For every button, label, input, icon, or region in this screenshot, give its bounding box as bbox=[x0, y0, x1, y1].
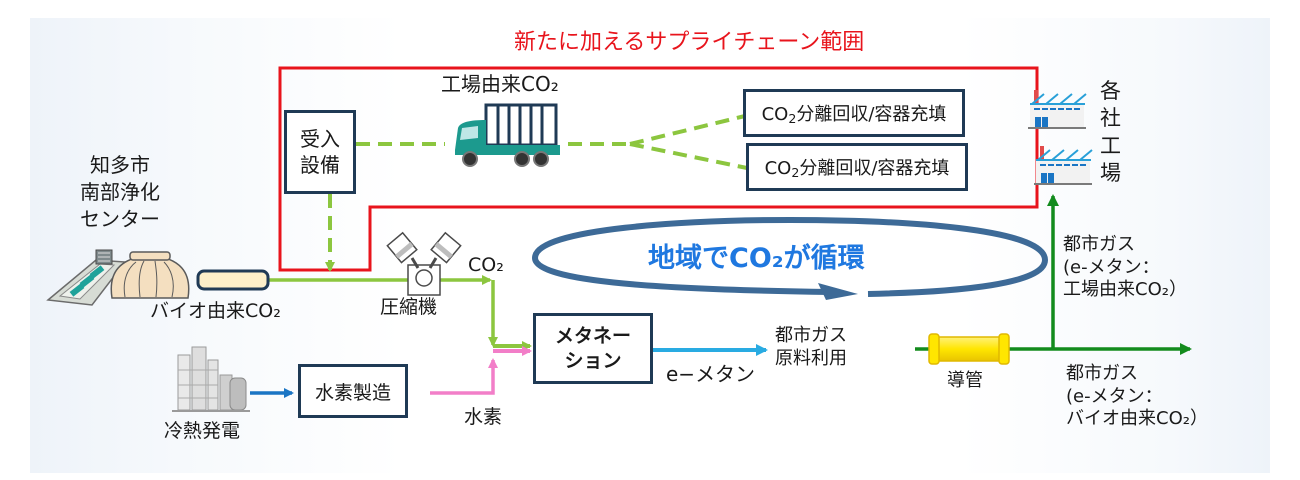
cycle-ellipse-arrow bbox=[531, 216, 1049, 300]
truck-icon bbox=[455, 103, 560, 167]
power-plant-icon bbox=[172, 346, 250, 412]
hydrogen-line bbox=[430, 358, 498, 395]
treatment-center-label: 知多市 南部浄化 センター bbox=[80, 153, 160, 231]
supply-chain-scope-title: 新たに加えるサプライチェーン範囲 bbox=[514, 30, 865, 55]
methanation-label: メタネー ション bbox=[554, 324, 631, 372]
compressor-icon bbox=[386, 231, 462, 296]
emethane-label: e−メタン bbox=[666, 362, 756, 386]
supply-chain-scope-border bbox=[278, 66, 1039, 272]
hydrogen-production-box: 水素製造 bbox=[298, 364, 408, 418]
factory-icon-2 bbox=[1034, 146, 1093, 185]
receiving-facility-label: 受入 設備 bbox=[300, 127, 340, 177]
digester-tank-icon bbox=[110, 251, 190, 299]
dashed-line-to-separation-2 bbox=[629, 142, 748, 170]
co2-separation-box-2: CO2分離回収/容器充填 bbox=[746, 143, 968, 191]
factory-icon-1 bbox=[1028, 90, 1087, 129]
citygas-feedstock-label: 都市ガス 原料利用 bbox=[775, 325, 847, 369]
pipeline-icon bbox=[928, 333, 1010, 365]
factories-label: 各 社 工 場 bbox=[1100, 79, 1121, 185]
co2-separation-label-1: CO2分離回収/容器充填 bbox=[761, 103, 947, 127]
methanation-box: メタネー ション bbox=[533, 313, 653, 384]
bio-co2-label: バイオ由来CO₂ bbox=[150, 300, 281, 322]
hydrogen-label: 水素 bbox=[464, 406, 503, 428]
citygas-bio-co2-label: 都市ガス (e-メタン： バイオ由来CO₂） bbox=[1066, 363, 1208, 429]
co2-separation-box-1: CO2分離回収/容器充填 bbox=[743, 89, 965, 137]
factory-co2-label: 工場由来CO₂ bbox=[441, 72, 559, 96]
dashed-line-to-separation-1 bbox=[629, 114, 746, 146]
treatment-plant-icon bbox=[46, 249, 127, 306]
cold-power-label: 冷熱発電 bbox=[164, 420, 241, 442]
co2-separation-label-2: CO2分離回収/容器充填 bbox=[764, 157, 950, 181]
cycle-label: 地域でCO₂が循環 bbox=[648, 243, 865, 274]
pipeline-label: 導管 bbox=[947, 370, 983, 391]
citygas-factory-co2-label: 都市ガス (e-メタン： 工場由来CO₂） bbox=[1063, 234, 1187, 300]
hydrogen-production-label: 水素製造 bbox=[314, 381, 391, 404]
factory-co2-dashed-lines bbox=[325, 114, 748, 272]
bio-co2-tube-icon bbox=[196, 269, 270, 291]
compressor-label: 圧縮機 bbox=[380, 296, 438, 318]
receiving-facility-box: 受入 設備 bbox=[284, 110, 356, 194]
cycle-arrowhead bbox=[818, 283, 858, 300]
co2-label: CO₂ bbox=[468, 254, 504, 276]
